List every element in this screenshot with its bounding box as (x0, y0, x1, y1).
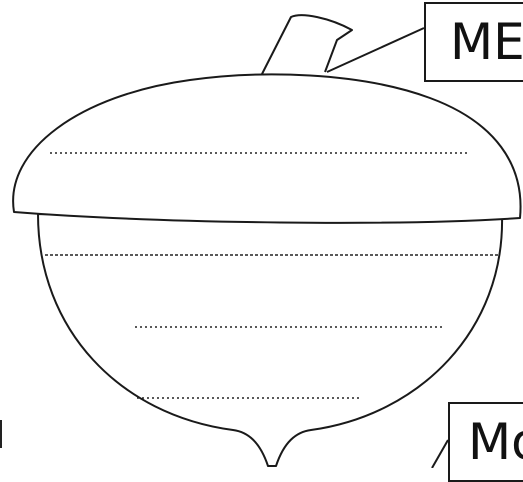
acorn-cap (13, 74, 520, 222)
bottom-label-text: Mo (468, 413, 523, 471)
bottom-label-connector (432, 440, 448, 468)
acorn-worksheet: ME Mo (0, 0, 523, 468)
left-edge-fragment (0, 420, 2, 448)
top-label-text: ME (450, 13, 523, 71)
acorn-stem (262, 15, 352, 74)
acorn-body (38, 214, 502, 466)
top-label-box: ME (424, 2, 523, 82)
bottom-label-box: Mo (448, 402, 523, 482)
